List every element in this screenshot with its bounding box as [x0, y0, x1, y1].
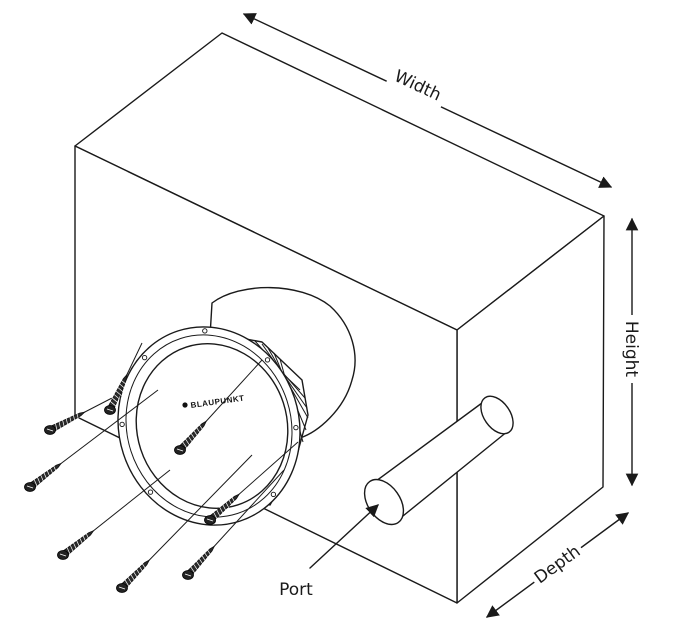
screw — [182, 469, 285, 580]
mounting-hole-dot — [141, 354, 148, 361]
logo-dot — [182, 402, 188, 408]
mounting-hole-dot — [147, 489, 154, 495]
screw — [57, 469, 171, 560]
screw — [104, 342, 143, 415]
mounting-hole-dot — [270, 491, 277, 498]
screws — [24, 342, 299, 593]
screw — [44, 397, 113, 435]
mounting-hole-dot — [119, 421, 125, 428]
height-label: Height — [621, 321, 641, 378]
mounting-hole-dot — [264, 357, 271, 363]
screw — [116, 454, 253, 593]
screw — [174, 359, 263, 455]
screw — [204, 441, 299, 525]
port-label: Port — [279, 580, 313, 600]
port-callout-arrow — [309, 504, 379, 569]
screw — [24, 389, 159, 492]
speaker-ring-inner — [125, 334, 293, 518]
mounting-hole-dot — [293, 424, 299, 431]
speaker-cone — [135, 343, 289, 509]
mounting-hole-dot — [202, 328, 208, 334]
